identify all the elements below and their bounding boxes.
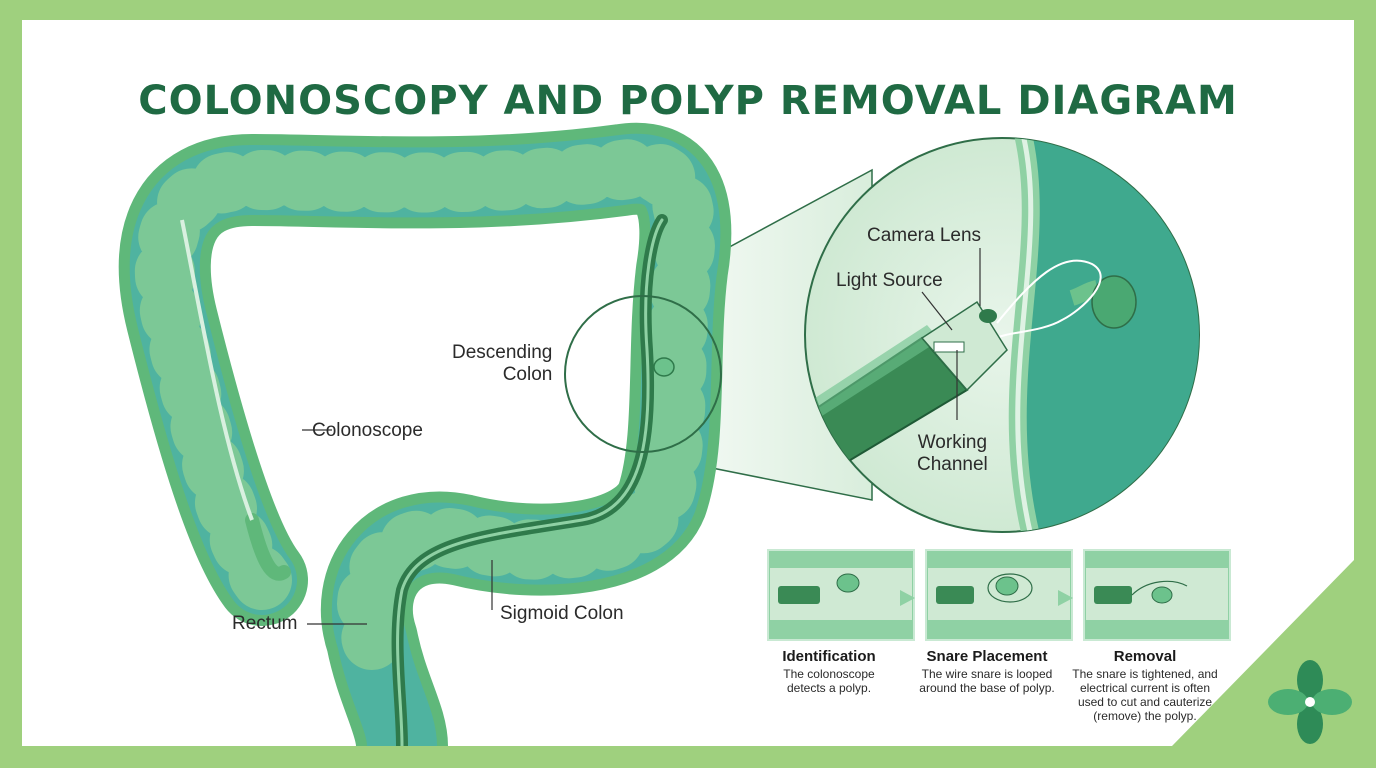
- step-panel-removal: [1083, 549, 1231, 641]
- label-rectum: Rectum: [232, 613, 298, 634]
- diagram-frame: COLONOSCOPY AND POLYP REMOVAL DIAGRAM: [22, 20, 1354, 746]
- page-title: COLONOSCOPY AND POLYP REMOVAL DIAGRAM: [138, 78, 1238, 124]
- step-panel-identification: [767, 549, 915, 641]
- label-sigmoid-colon: Sigmoid Colon: [500, 603, 624, 624]
- clover-icon: [1268, 660, 1352, 744]
- polyp: [653, 357, 675, 377]
- step-title: Removal: [1113, 648, 1177, 665]
- step-desc: The colonoscope detects a polyp.: [783, 667, 875, 695]
- snare-wire: [996, 259, 1102, 339]
- colon-haustra: [134, 138, 716, 670]
- label-colonoscope: Colonoscope: [312, 420, 423, 441]
- step-title: Identification: [782, 648, 876, 665]
- step-identification: Identification The colonoscope detects a…: [754, 648, 904, 695]
- zoom-colon-wall: [1017, 138, 1199, 532]
- step-arrow-2: [1058, 590, 1073, 606]
- zoom-source-ring: [564, 295, 722, 453]
- step-title: Snare Placement: [926, 648, 1048, 665]
- step-snare-placement: Snare Placement The wire snare is looped…: [912, 648, 1062, 695]
- label-working-channel: Working Channel: [917, 432, 988, 475]
- colon-illustration: [118, 122, 1354, 746]
- label-light-source: Light Source: [836, 270, 943, 291]
- step-panel-snare: [925, 549, 1073, 641]
- label-camera-lens: Camera Lens: [867, 225, 982, 246]
- camera-lens-icon: [979, 309, 997, 323]
- zoom-polyp: [1091, 275, 1137, 329]
- step-desc: The wire snare is looped around the base…: [919, 667, 1055, 695]
- label-descending-colon: Descending Colon: [452, 342, 553, 385]
- colon-tube-inner: [129, 133, 721, 746]
- appendix: [245, 513, 291, 581]
- step-removal: Removal The snare is tightened, and elec…: [1070, 648, 1220, 723]
- step-desc: The snare is tightened, and electrical c…: [1072, 667, 1218, 723]
- step-arrow-1: [900, 590, 915, 606]
